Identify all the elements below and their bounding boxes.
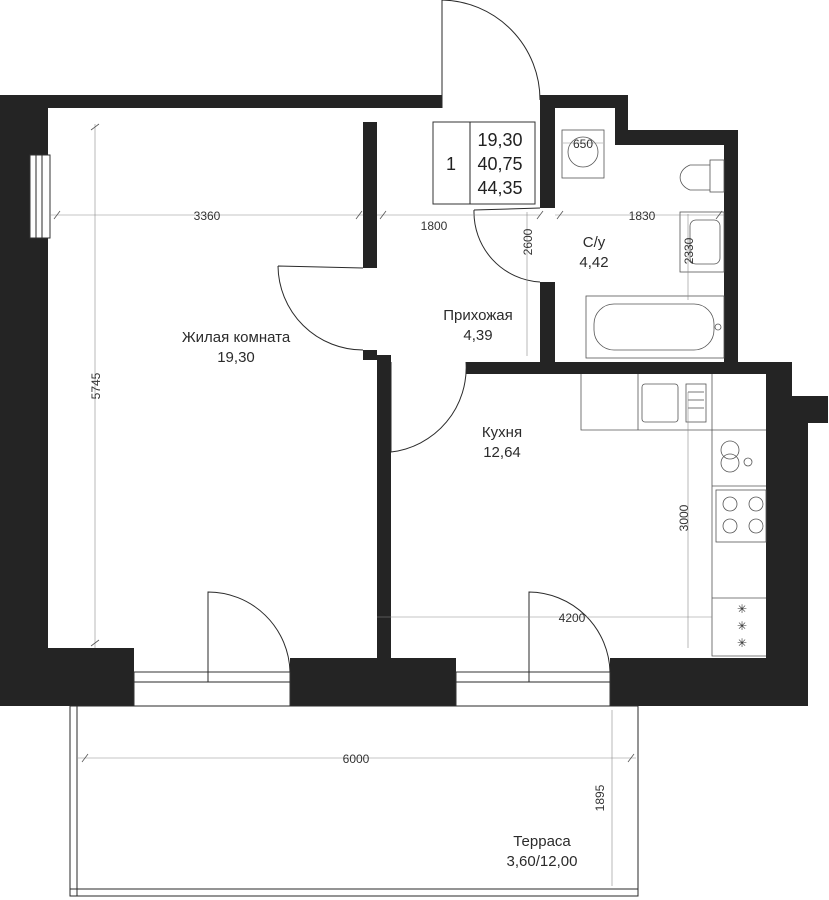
room-name-living: Жилая комната <box>182 329 291 346</box>
door-kitchen <box>390 361 467 453</box>
room-area-hall: 4,39 <box>463 327 492 344</box>
wall-partition-upper <box>363 122 377 268</box>
dishwasher-icon <box>720 440 753 473</box>
svg-text:✳: ✳ <box>737 602 747 616</box>
dim-4200: 4200 <box>559 611 586 625</box>
bottom-openings <box>133 591 611 707</box>
dim-1800: 1800 <box>421 219 448 233</box>
dim-2330: 2330 <box>682 237 696 264</box>
dim-5745: 5745 <box>89 372 103 399</box>
dim-3000: 3000 <box>677 504 691 531</box>
dim-650: 650 <box>573 137 593 151</box>
dim-1830: 1830 <box>629 209 656 223</box>
fridge-icon: ✳ ✳ ✳ <box>737 602 747 650</box>
area-info-box: 1 19,30 40,75 44,35 <box>432 121 536 205</box>
wall-bath-left <box>540 282 555 362</box>
dim-3360: 3360 <box>194 209 221 223</box>
door-swing-kitchen <box>528 591 611 682</box>
sink-icon <box>679 211 725 273</box>
wall-bottom-left-inner <box>48 648 134 658</box>
total-area-value: 40,75 <box>477 154 522 174</box>
svg-text:✳: ✳ <box>737 619 747 633</box>
door-living <box>277 265 364 351</box>
washing-machine-icon <box>561 129 605 179</box>
interior-doors <box>277 0 541 453</box>
room-name-terrace: Терраса <box>513 833 571 850</box>
kitchen-sink-icon <box>641 383 707 423</box>
walls <box>0 95 828 706</box>
svg-text:✳: ✳ <box>737 636 747 650</box>
terrace-total-area-value: 44,35 <box>477 178 522 198</box>
balcony-door-kitchen <box>455 671 611 707</box>
dim-2600: 2600 <box>521 228 535 255</box>
window-left <box>29 154 51 239</box>
door-swing-living <box>207 591 291 682</box>
room-labels: Жилая комната 19,30 Прихожая 4,39 С/у 4,… <box>182 234 609 870</box>
rooms-count: 1 <box>446 154 456 174</box>
bathtub-icon <box>585 295 725 359</box>
wall-partition-mid <box>363 350 377 360</box>
room-name-kitchen: Кухня <box>482 424 522 441</box>
balcony-door-living <box>133 671 291 707</box>
dim-6000: 6000 <box>343 752 370 766</box>
toilet-icon <box>679 159 725 193</box>
cooktop-icon <box>715 489 767 543</box>
wall-bottom-mid <box>290 658 456 706</box>
kitchen-fixtures: ✳ ✳ ✳ <box>580 374 767 657</box>
door-entrance <box>441 0 541 108</box>
wall-partition-lower <box>377 355 391 660</box>
room-area-terrace: 3,60/12,00 <box>507 853 578 870</box>
wall-left <box>0 95 442 706</box>
room-name-bath: С/у <box>583 234 606 251</box>
door-bathroom <box>473 207 541 283</box>
dimension-labels: 3360 1800 1830 650 4200 6000 5745 2600 2… <box>89 137 696 811</box>
room-area-bath: 4,42 <box>579 254 608 271</box>
room-name-hall: Прихожая <box>443 307 513 324</box>
living-area-value: 19,30 <box>477 130 522 150</box>
wall-top-right <box>540 95 738 362</box>
room-area-living: 19,30 <box>217 349 255 366</box>
dimension-lines <box>50 123 724 886</box>
room-area-kitchen: 12,64 <box>483 444 521 461</box>
wall-kitchen-top <box>466 362 828 706</box>
dim-1895: 1895 <box>593 784 607 811</box>
bathroom-fixtures <box>561 129 725 359</box>
terrace-outline <box>69 705 639 897</box>
